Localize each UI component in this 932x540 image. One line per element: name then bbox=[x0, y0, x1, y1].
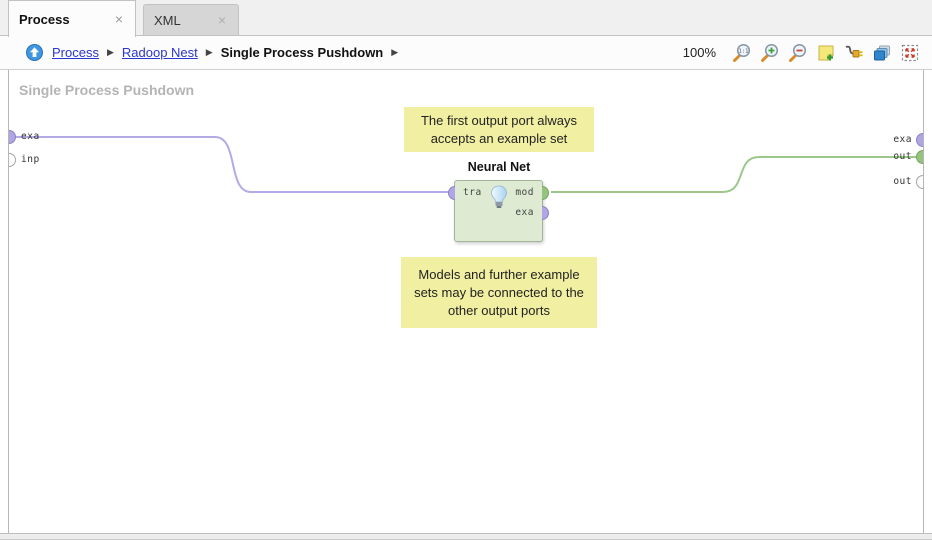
tab-xml-label: XML bbox=[154, 12, 181, 28]
auto-wire-icon[interactable] bbox=[843, 42, 864, 63]
svg-text:1:1: 1:1 bbox=[738, 48, 748, 54]
canvas-title: Single Process Pushdown bbox=[19, 82, 195, 98]
input-port-inp[interactable] bbox=[9, 153, 16, 167]
wire-example-set bbox=[9, 136, 454, 193]
operator-port-tra-label: tra bbox=[463, 187, 482, 198]
zoom-in-icon[interactable] bbox=[759, 42, 780, 63]
breadcrumb: Process ▶ Radoop Nest ▶ Single Process P… bbox=[26, 44, 683, 61]
input-port-exa-label: exa bbox=[21, 131, 40, 142]
lightbulb-icon bbox=[490, 185, 508, 216]
workflow-note[interactable]: Models and further example sets may be c… bbox=[401, 257, 597, 328]
output-port-out-2-label: out bbox=[893, 176, 912, 187]
operator-title: Neural Net bbox=[467, 160, 531, 174]
breadcrumb-separator-icon: ▶ bbox=[391, 47, 399, 57]
zoom-out-icon[interactable] bbox=[787, 42, 808, 63]
operator-port-mod[interactable] bbox=[542, 186, 549, 200]
operator-port-mod-label: mod bbox=[515, 187, 534, 198]
breadcrumb-link-radoop-nest[interactable]: Radoop Nest bbox=[121, 45, 198, 60]
operator-port-exa-label: exa bbox=[515, 207, 534, 218]
view-controls: 100% 1:1 bbox=[683, 42, 920, 63]
navigate-up-icon[interactable] bbox=[26, 44, 43, 61]
tab-process[interactable]: Process × bbox=[8, 0, 136, 37]
tab-xml[interactable]: XML × bbox=[143, 4, 239, 36]
tab-process-label: Process bbox=[19, 11, 70, 27]
process-canvas[interactable]: Single Process Pushdown exa inp exa out … bbox=[8, 70, 924, 533]
wire-model bbox=[551, 156, 923, 193]
output-port-out-1[interactable] bbox=[916, 150, 923, 164]
bottom-scroll-strip[interactable] bbox=[0, 533, 932, 539]
zoom-actual-size-icon[interactable]: 1:1 bbox=[731, 42, 752, 63]
breadcrumb-current: Single Process Pushdown bbox=[220, 45, 384, 60]
output-port-out-2[interactable] bbox=[916, 175, 923, 189]
breadcrumb-link-process[interactable]: Process bbox=[52, 45, 99, 60]
input-port-exa[interactable] bbox=[9, 130, 16, 144]
close-icon[interactable]: × bbox=[217, 12, 226, 28]
operator-neural-net[interactable]: tra mod exa bbox=[448, 180, 549, 242]
breadcrumb-separator-icon: ▶ bbox=[205, 47, 213, 57]
input-port-inp-label: inp bbox=[21, 154, 40, 165]
output-port-exa[interactable] bbox=[916, 133, 923, 147]
output-port-exa-label: exa bbox=[893, 134, 912, 145]
operator-port-exa[interactable] bbox=[542, 206, 549, 220]
add-note-icon[interactable] bbox=[815, 42, 836, 63]
workflow-note[interactable]: The first output port always accepts an … bbox=[404, 107, 594, 152]
process-toolbar: Process ▶ Radoop Nest ▶ Single Process P… bbox=[0, 36, 932, 70]
breadcrumb-separator-icon: ▶ bbox=[106, 47, 114, 57]
operator-port-tra[interactable] bbox=[448, 186, 455, 200]
output-port-out-1-label: out bbox=[893, 151, 912, 162]
zoom-level: 100% bbox=[682, 45, 716, 60]
close-icon[interactable]: × bbox=[114, 11, 123, 27]
arrange-operators-icon[interactable] bbox=[871, 42, 892, 63]
fit-to-screen-icon[interactable] bbox=[899, 42, 920, 63]
tab-bar: Process × XML × bbox=[0, 0, 932, 37]
